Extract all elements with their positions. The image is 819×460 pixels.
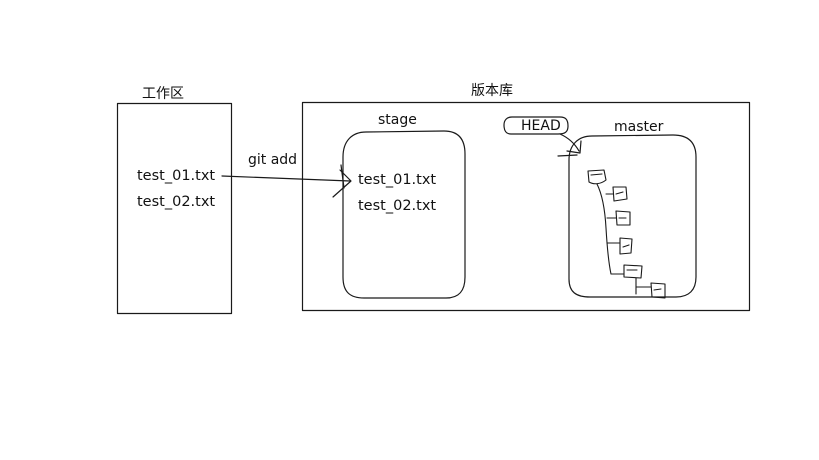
- master-label: master: [614, 119, 664, 135]
- commit-node: [623, 264, 643, 279]
- workspace-title: 工作区: [142, 86, 184, 102]
- git-add-arrow: [221, 175, 351, 182]
- commit-node: [615, 210, 631, 226]
- head-arrow: [559, 133, 580, 152]
- commit-node: [612, 186, 628, 202]
- workspace-box: [116, 102, 233, 315]
- commit-node: [587, 169, 607, 185]
- repository-title: 版本库: [471, 83, 513, 99]
- head-label: HEAD: [521, 118, 561, 134]
- stage-box: [342, 130, 466, 299]
- commit-node: [619, 237, 633, 255]
- head-arrow-tick: [557, 154, 578, 157]
- commit-tree: [587, 169, 666, 299]
- commit-node: [650, 282, 666, 299]
- workspace-file-1: test_01.txt: [137, 168, 216, 184]
- workspace-file-2: test_02.txt: [137, 194, 216, 210]
- git-add-label: git add: [248, 152, 298, 168]
- stage-file-2: test_02.txt: [358, 198, 437, 214]
- stage-title: stage: [378, 112, 417, 128]
- head-arrowhead: [566, 140, 582, 154]
- repository-box: [301, 101, 751, 312]
- head-pill: [503, 116, 569, 135]
- master-box: [568, 134, 697, 298]
- stage-file-1: test_01.txt: [358, 172, 437, 188]
- git-add-arrowhead: [332, 169, 352, 198]
- git-add-arrow-tick: [340, 164, 345, 189]
